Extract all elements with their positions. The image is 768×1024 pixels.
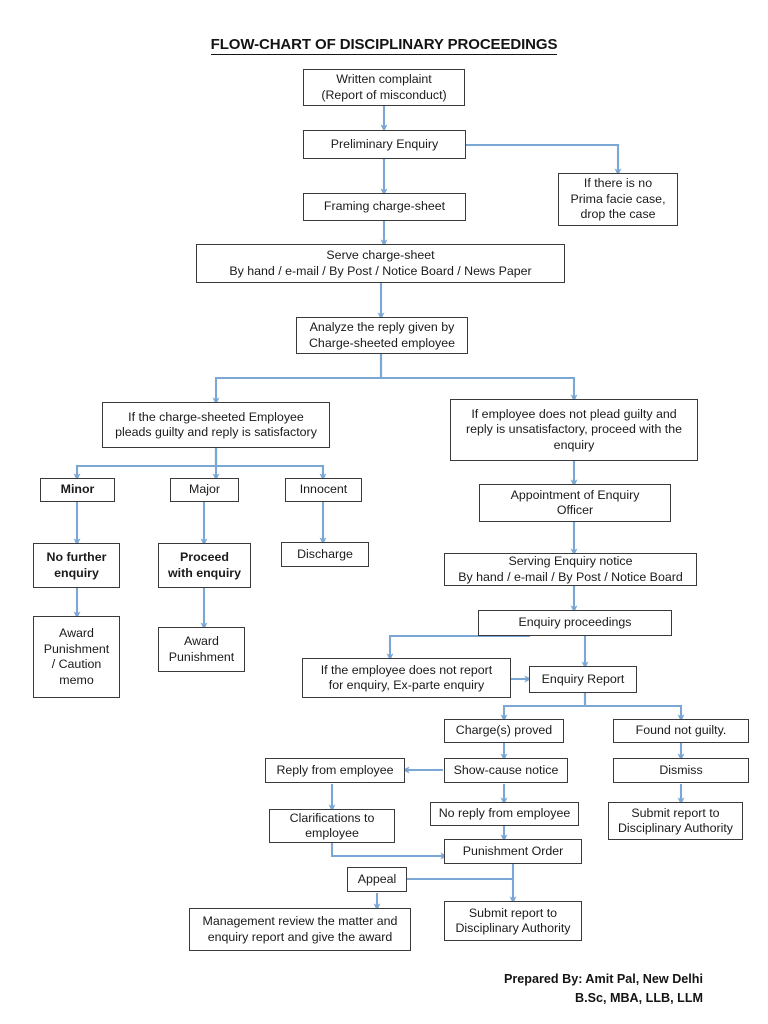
node-show-cause-notice[interactable]: Show-cause notice xyxy=(444,758,568,783)
page-title-text: FLOW-CHART OF DISCIPLINARY PROCEEDINGS xyxy=(210,36,558,55)
node-framing-charge-sheet[interactable]: Framing charge-sheet xyxy=(303,193,466,221)
node-clarifications-to-employee[interactable]: Clarifications to employee xyxy=(269,809,395,843)
node-does-not-plead-guilty[interactable]: If employee does not plead guilty and re… xyxy=(450,399,698,461)
node-award-punishment[interactable]: Award Punishment xyxy=(158,627,245,672)
node-enquiry-report[interactable]: Enquiry Report xyxy=(529,666,637,693)
node-analyze-reply[interactable]: Analyze the reply given by Charge-sheete… xyxy=(296,317,468,354)
node-serving-enquiry-notice[interactable]: Serving Enquiry notice By hand / e-mail … xyxy=(444,553,697,586)
footer-credit-line-1: Prepared By: Amit Pal, New Delhi xyxy=(504,972,703,986)
node-enquiry-proceedings[interactable]: Enquiry proceedings xyxy=(478,610,672,636)
page-title: FLOW-CHART OF DISCIPLINARY PROCEEDINGS xyxy=(0,36,768,55)
node-charges-proved[interactable]: Charge(s) proved xyxy=(444,719,564,743)
node-major[interactable]: Major xyxy=(170,478,239,502)
node-minor[interactable]: Minor xyxy=(40,478,115,502)
node-preliminary-enquiry[interactable]: Preliminary Enquiry xyxy=(303,130,466,159)
node-submit-report-right[interactable]: Submit report to Disciplinary Authority xyxy=(608,802,743,840)
node-reply-from-employee[interactable]: Reply from employee xyxy=(265,758,405,783)
node-no-further-enquiry[interactable]: No further enquiry xyxy=(33,543,120,588)
node-no-reply-from-employee[interactable]: No reply from employee xyxy=(430,802,579,826)
node-written-complaint[interactable]: Written complaint (Report of misconduct) xyxy=(303,69,465,106)
node-award-punishment-caution-memo[interactable]: Award Punishment / Caution memo xyxy=(33,616,120,698)
node-punishment-order[interactable]: Punishment Order xyxy=(444,839,582,864)
node-management-review[interactable]: Management review the matter and enquiry… xyxy=(189,908,411,951)
node-ex-parte-enquiry[interactable]: If the employee does not report for enqu… xyxy=(302,658,511,698)
node-found-not-guilty[interactable]: Found not guilty. xyxy=(613,719,749,743)
node-no-prima-facie-case[interactable]: If there is no Prima facie case, drop th… xyxy=(558,173,678,226)
node-appointment-enquiry-officer[interactable]: Appointment of Enquiry Officer xyxy=(479,484,671,522)
footer-credit-line-2: B.Sc, MBA, LLB, LLM xyxy=(574,991,703,1005)
node-innocent[interactable]: Innocent xyxy=(285,478,362,502)
node-submit-report-center[interactable]: Submit report to Disciplinary Authority xyxy=(444,901,582,941)
node-discharge[interactable]: Discharge xyxy=(281,542,369,567)
node-pleads-guilty[interactable]: If the charge-sheeted Employee pleads gu… xyxy=(102,402,330,448)
node-proceed-with-enquiry[interactable]: Proceed with enquiry xyxy=(158,543,251,588)
node-dismiss[interactable]: Dismiss xyxy=(613,758,749,783)
node-serve-charge-sheet[interactable]: Serve charge-sheet By hand / e-mail / By… xyxy=(196,244,565,283)
node-appeal[interactable]: Appeal xyxy=(347,867,407,892)
